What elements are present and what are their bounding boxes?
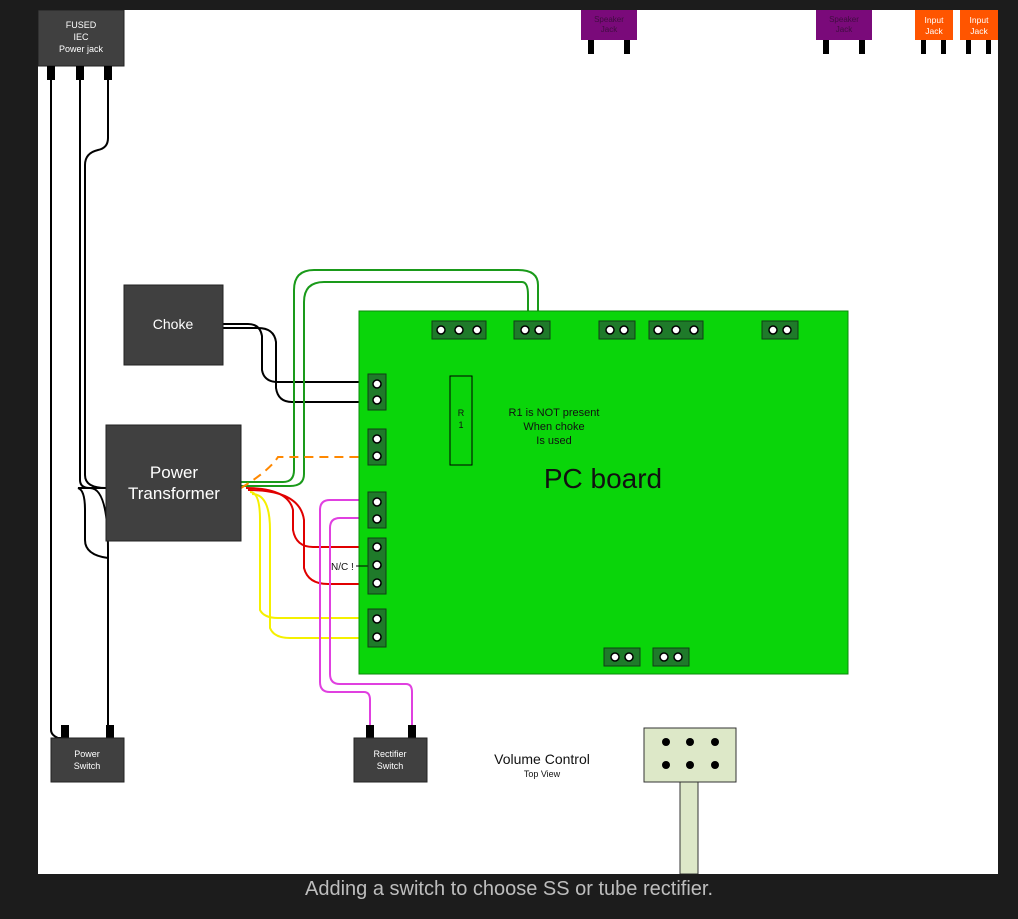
power-switch: Power Switch <box>50 725 125 783</box>
choke: Choke <box>123 284 224 366</box>
pc-board: PC board R 1 R1 is NOT present When chok… <box>331 310 849 675</box>
schematic-canvas: FUSED IEC Power jack Speaker Jack Speake… <box>38 10 998 874</box>
rectifier-switch-line-2: Switch <box>377 761 404 771</box>
transformer-line-2: Transformer <box>128 484 220 503</box>
power-switch-line-2: Switch <box>74 761 101 771</box>
speaker-jack-2-line-2: Jack <box>836 25 853 34</box>
wire-red-1 <box>245 487 376 548</box>
volume-control-pot <box>643 727 737 874</box>
header-bottom-1 <box>603 647 641 667</box>
speaker-jack-1-line-2: Jack <box>601 25 618 34</box>
header-left-4 <box>367 537 387 595</box>
wiring-diagram: FUSED IEC Power jack Speaker Jack Speake… <box>38 10 998 874</box>
choke-label: Choke <box>153 316 194 332</box>
wire-green-2 <box>241 281 529 487</box>
header-left-2 <box>367 428 387 466</box>
image-caption: Adding a switch to choose SS or tube rec… <box>305 878 713 900</box>
resistor-line-2: 1 <box>458 420 463 430</box>
speaker-jack-1-line-1: Speaker <box>594 15 624 24</box>
volume-control-subtitle: Top View <box>524 769 561 779</box>
input-jack-1-line-2: Jack <box>925 26 943 36</box>
wire-green-1 <box>241 269 539 483</box>
header-top-5 <box>761 320 799 340</box>
iec-jack-line-2: IEC <box>73 32 89 42</box>
input-jack-2-line-2: Jack <box>970 26 988 36</box>
wire-magenta-2 <box>329 517 413 740</box>
header-top-4 <box>648 320 704 340</box>
header-left-1 <box>367 373 387 411</box>
wire-choke-1 <box>223 323 376 383</box>
wire-magenta-1 <box>319 499 376 740</box>
wire-iec-to-switch-1 <box>50 75 65 739</box>
note-line-1: R1 is NOT present <box>509 407 600 419</box>
iec-jack-line-3: Power jack <box>59 44 104 54</box>
volume-control-title: Volume Control <box>494 751 590 767</box>
input-jack-2: Input Jack <box>960 10 998 54</box>
speaker-jack-2: Speaker Jack <box>816 10 872 54</box>
wire-choke-2 <box>223 327 376 403</box>
header-left-3 <box>367 491 387 529</box>
header-top-1 <box>431 320 487 340</box>
power-switch-line-1: Power <box>74 749 100 759</box>
wire-orange-dashed <box>240 456 376 489</box>
resistor-line-1: R <box>458 408 465 418</box>
wire-iec-to-switch-2 <box>84 75 109 489</box>
pc-board-label: PC board <box>544 463 662 494</box>
iec-power-jack: FUSED IEC Power jack <box>38 10 125 80</box>
resistor-r1: R 1 <box>449 375 473 466</box>
header-top-2 <box>513 320 551 340</box>
nc-label: N/C ! <box>331 562 354 573</box>
note-line-3: Is used <box>536 435 571 447</box>
header-left-5 <box>367 608 387 648</box>
transformer-line-1: Power <box>150 463 199 482</box>
power-transformer: Power Transformer <box>105 424 242 542</box>
input-jack-1-line-1: Input <box>925 15 945 25</box>
note-line-2: When choke <box>523 421 584 433</box>
speaker-jack-1: Speaker Jack <box>581 10 637 54</box>
header-top-3 <box>598 320 636 340</box>
speaker-jack-2-line-1: Speaker <box>829 15 859 24</box>
rectifier-switch: Rectifier Switch <box>353 725 428 783</box>
rectifier-switch-line-1: Rectifier <box>373 749 406 759</box>
iec-jack-line-1: FUSED <box>66 20 97 30</box>
input-jack-1: Input Jack <box>915 10 953 54</box>
wire-transformer-to-switch <box>77 487 109 559</box>
header-bottom-2 <box>652 647 690 667</box>
wire-red-2 <box>247 489 376 585</box>
wire-yellow-2 <box>251 493 376 639</box>
input-jack-2-line-1: Input <box>970 15 990 25</box>
